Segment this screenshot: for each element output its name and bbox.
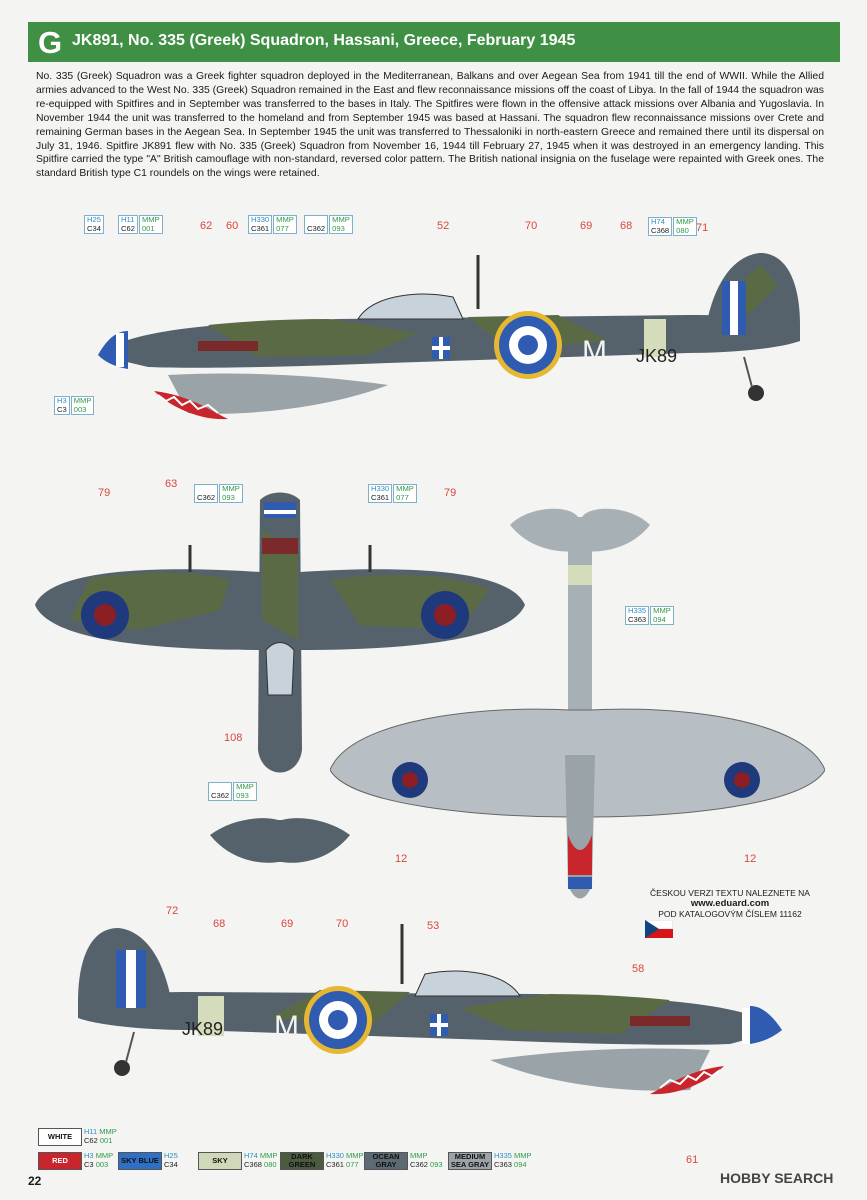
decal-number: 69	[580, 220, 593, 232]
decal-number: 52	[437, 220, 450, 232]
decal-number: 68	[213, 918, 226, 930]
decal-number: 53	[427, 920, 440, 932]
decal-number: 60	[226, 220, 239, 232]
legend-swatch: OCEAN GRAY	[364, 1152, 408, 1170]
page-number: 22	[28, 1174, 42, 1188]
watermark: HOBBY SEARCH	[720, 1170, 834, 1186]
top-view	[35, 492, 525, 863]
czech-line-2: POD KATALOGOVÝM ČÍSLEM 11162	[658, 909, 802, 919]
fuselage-code: JK89	[636, 346, 677, 366]
section-header: G JK891, No. 335 (Greek) Squadron, Hassa…	[28, 22, 840, 62]
legend-swatch: MEDIUM SEA GRAY	[448, 1152, 492, 1170]
decal-number: 70	[525, 220, 538, 232]
decal-number: 79	[98, 487, 111, 499]
fuselage-letter-right: M	[274, 1010, 299, 1043]
scheme-letter: G	[38, 25, 63, 60]
legend-swatch: WHITE	[38, 1128, 82, 1146]
legend-swatch: RED	[38, 1152, 82, 1170]
decal-number: 79	[444, 487, 457, 499]
czech-flag-icon	[645, 920, 673, 938]
decal-number: 108	[224, 732, 243, 744]
intro-paragraph: No. 335 (Greek) Squadron was a Greek fig…	[36, 71, 824, 180]
legend-codes: H25 C34	[164, 1151, 178, 1169]
decal-number: 12	[744, 853, 757, 865]
legend-swatch: SKY BLUE	[118, 1152, 162, 1170]
eduard-link[interactable]: www.eduard.com	[690, 897, 770, 909]
decal-number: 70	[336, 918, 349, 930]
bottom-view	[330, 508, 825, 899]
decal-number: 12	[395, 853, 408, 865]
decal-number: 71	[696, 222, 709, 234]
decal-number: 68	[620, 220, 633, 232]
decal-number: 69	[281, 918, 294, 930]
decal-number: 58	[632, 963, 645, 975]
right-profile-view: M JK89	[78, 924, 782, 1095]
decal-number: 61	[686, 1154, 699, 1166]
scheme-title: JK891, No. 335 (Greek) Squadron, Hassani…	[72, 32, 576, 49]
fuselage-code-right: JK89	[182, 1019, 223, 1039]
fuselage-letter: M	[582, 335, 607, 368]
legend-swatch: SKY	[198, 1152, 242, 1170]
decal-number: 72	[166, 905, 179, 917]
czech-version-note: ČESKOU VERZI TEXTU NALEZNETE NA www.edua…	[640, 888, 820, 920]
decal-number: 63	[165, 478, 178, 490]
czech-line-1: ČESKOU VERZI TEXTU NALEZNETE NA	[650, 888, 810, 898]
legend-swatch: DARK GREEN	[280, 1152, 324, 1170]
left-profile-view: M JK89	[98, 253, 800, 420]
decal-number: 62	[200, 220, 213, 232]
